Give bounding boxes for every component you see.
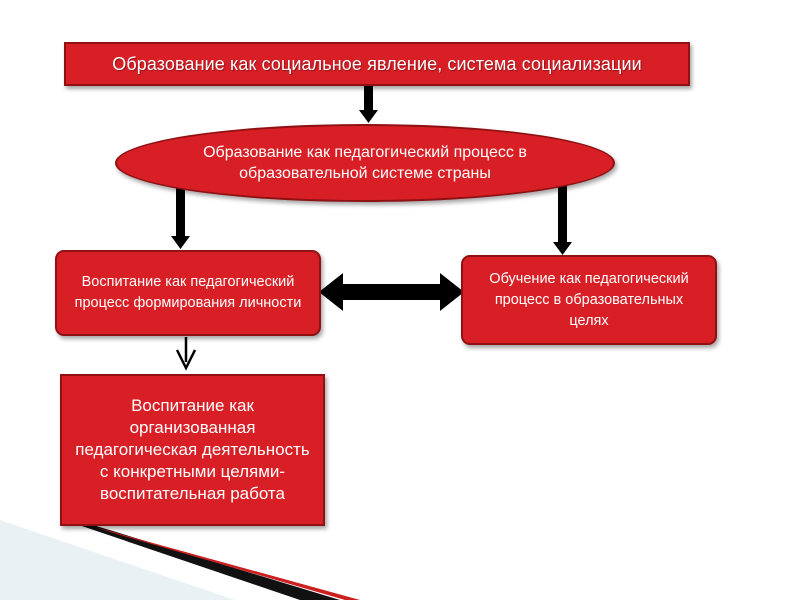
decorative-swoosh xyxy=(0,498,360,600)
upbringing-activity-text: Воспитание как организованная педагогиче… xyxy=(75,396,310,503)
education-social-phenomenon-text: Образование как социальное явление, сист… xyxy=(112,53,642,74)
education-social-phenomenon-box: Образование как социальное явление, сист… xyxy=(64,42,690,86)
education-pedagogical-process-text: Образование как педагогический процесс в… xyxy=(203,144,527,182)
upbringing-process-box: Воспитание как педагогический процесс фо… xyxy=(55,250,321,336)
arrow-left-to-bottom xyxy=(175,337,197,371)
teaching-process-box: Обучение как педагогический процесс в об… xyxy=(461,255,717,345)
arrow-top-to-ellipse xyxy=(359,86,378,123)
arrow-ellipse-to-right xyxy=(553,180,572,255)
education-pedagogical-process-ellipse: Образование как педагогический процесс в… xyxy=(115,124,615,202)
teaching-process-text: Обучение как педагогический процесс в об… xyxy=(489,270,689,329)
upbringing-process-text: Воспитание как педагогический процесс фо… xyxy=(74,274,302,311)
arrow-ellipse-to-left xyxy=(171,185,190,249)
upbringing-activity-box: Воспитание как организованная педагогиче… xyxy=(60,374,325,526)
arrow-left-right-bidirectional xyxy=(319,273,464,311)
